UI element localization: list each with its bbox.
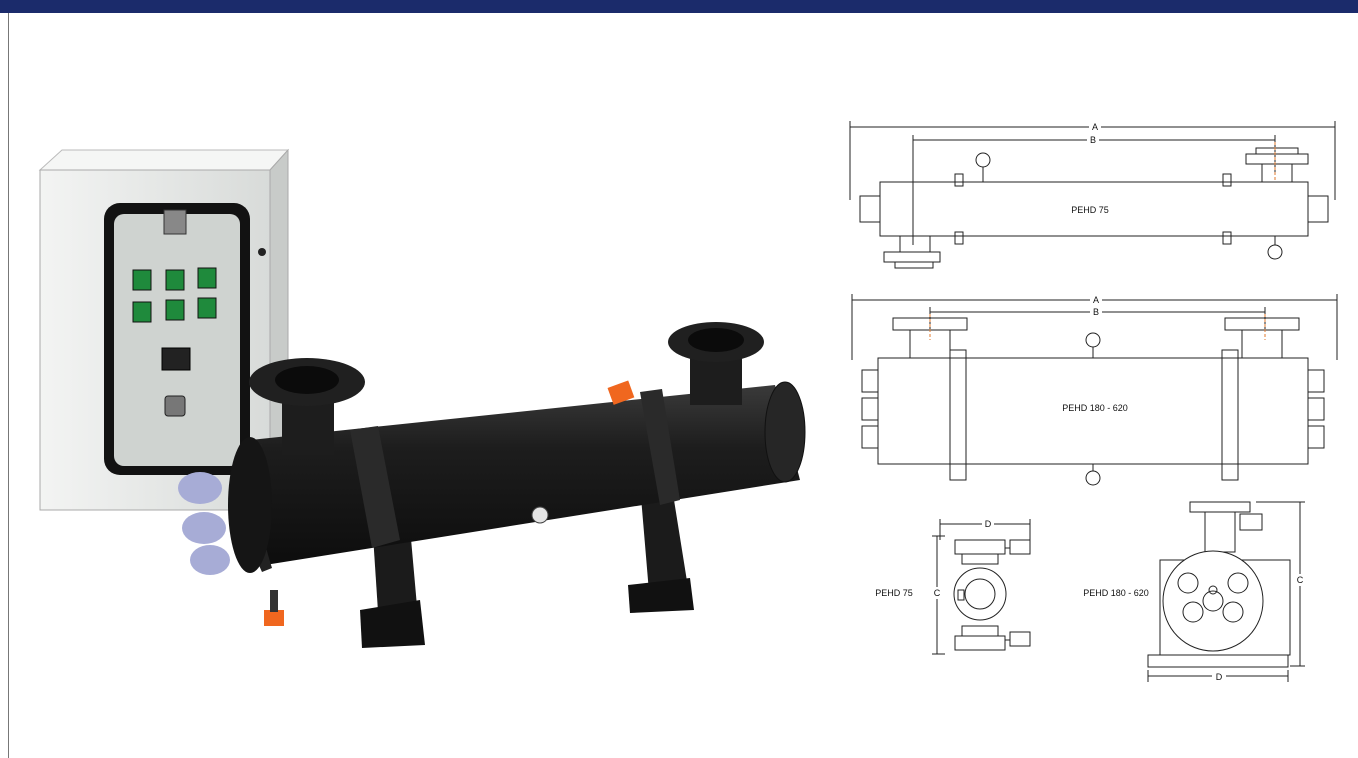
product-photo — [38, 148, 806, 648]
drawing-pehd75-end — [932, 519, 1031, 655]
dim-a-label-1: A — [1092, 122, 1098, 132]
model-label-pehd75: PEHD 75 — [1071, 205, 1109, 215]
dim-d-label-large: D — [1216, 672, 1223, 682]
end-view-label-pehd75: PEHD 75 — [875, 588, 913, 598]
top-valve — [607, 380, 635, 405]
lamp-cap-2 — [182, 512, 226, 544]
drawing-pehd180-end — [1147, 501, 1305, 682]
lamp-cap-3 — [190, 545, 230, 575]
dim-c-label-small: C — [934, 588, 941, 598]
dim-c-label-large: C — [1297, 575, 1304, 585]
end-view-label-pehd180: PEHD 180 - 620 — [1083, 588, 1149, 598]
left-margin-rule — [8, 13, 9, 758]
drain-valve — [264, 610, 284, 626]
dim-a-label-2: A — [1093, 295, 1099, 305]
sight-port — [531, 506, 549, 524]
dim-b-label-2: B — [1093, 307, 1099, 317]
dim-b-label-1: B — [1090, 135, 1096, 145]
dim-d-label-small: D — [985, 519, 992, 529]
panel-hinge — [258, 248, 266, 256]
header-bar — [0, 0, 1358, 13]
control-panel — [38, 148, 290, 512]
drawing-pehd180-side — [851, 294, 1338, 486]
model-label-pehd180: PEHD 180 - 620 — [1062, 403, 1128, 413]
uv-reactor — [178, 322, 806, 648]
switch-grid — [132, 267, 217, 323]
panel-latch — [163, 209, 187, 235]
lamp-cap-1 — [178, 472, 222, 504]
panel-key-switch — [164, 395, 186, 417]
panel-display — [161, 347, 191, 371]
